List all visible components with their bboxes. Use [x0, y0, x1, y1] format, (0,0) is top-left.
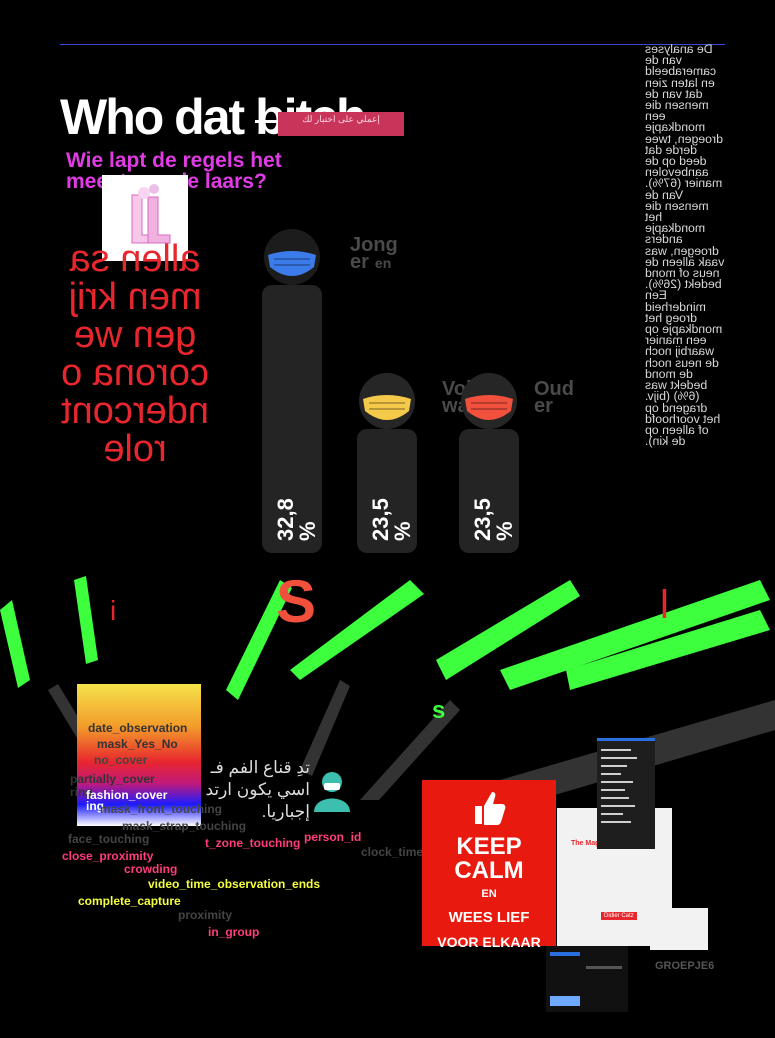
- label-ring: ring: [70, 785, 93, 799]
- svg-text:S: S: [276, 568, 316, 635]
- masked-face-icon: [264, 229, 320, 285]
- masked-face-icon: [461, 373, 517, 429]
- gradient-block: [77, 684, 201, 826]
- keep-calm-poster: KEEP CALM EN WEES LIEF VOOR ELKAAR: [422, 780, 556, 950]
- arabic-banner: إعملي على اختبار لك: [278, 112, 404, 136]
- keep-line: KEEP: [456, 833, 522, 860]
- thumb-menu: [597, 738, 655, 849]
- calm-line: CALM: [454, 857, 524, 884]
- group-percent-sign: %: [492, 521, 517, 541]
- arabic-text: تدِ قناع الفم فـ اسي يكون ارتد إجباريا.: [205, 758, 310, 821]
- en-line: EN: [481, 888, 497, 900]
- label-date-observation: date_observation: [88, 721, 188, 735]
- group-tag: GROEPJE6: [655, 960, 715, 972]
- thumbs-up-icon: [475, 792, 506, 825]
- group-label-line2: er: [534, 395, 553, 417]
- label-in-group: in_group: [208, 925, 260, 939]
- svg-text:l: l: [660, 583, 669, 627]
- label-no-cover: no_cover: [94, 753, 148, 767]
- thumb-dark: [546, 946, 628, 1012]
- top-rule: [60, 44, 725, 45]
- boots-illustration: [102, 175, 188, 261]
- voor-elkaar-line: VOOR ELKAAR: [437, 934, 541, 950]
- group-bar: [459, 429, 519, 553]
- label-crowding: crowding: [124, 862, 178, 876]
- group-label-line1: Jong: [350, 234, 398, 256]
- svg-text:s: s: [432, 697, 445, 724]
- label-complete-capture: complete_capture: [78, 894, 181, 908]
- title-main: Who dat: [60, 89, 245, 145]
- group-percent-sign: %: [390, 521, 415, 541]
- menu-lines: [601, 749, 637, 823]
- group-percent: 32,8: [273, 498, 298, 541]
- thumb-dark-art: [550, 952, 622, 1006]
- group-label-line1: Oud: [534, 378, 574, 400]
- svg-text:i: i: [110, 595, 116, 626]
- label-fashion-cover: fashion_cover: [86, 788, 168, 802]
- thumb-author: Didier Catz: [601, 912, 637, 920]
- label-close-proximity: close_proximity: [62, 849, 154, 863]
- group-bar: [262, 285, 322, 553]
- thumb-small: [650, 908, 708, 950]
- wees-lief-line: WEES LIEF: [448, 909, 530, 926]
- group-percent: 23,5: [470, 498, 495, 541]
- label-t-zone: t_zone_touching: [205, 836, 301, 850]
- mirrored-slogan: allen samen krijgen we corona ondercontr…: [61, 238, 209, 470]
- boots-icon: [131, 184, 171, 244]
- label-mask-front: mask_front_touching: [100, 802, 223, 816]
- label-mask-strap: mask_strap_touching: [122, 819, 247, 833]
- analysis-paragraph: De analyses van de camerabeeld en laten …: [645, 42, 725, 449]
- group-percent: 23,5: [368, 498, 393, 541]
- label-mask-yes-no: mask_Yes_No: [97, 737, 178, 751]
- group-percent-sign: %: [295, 521, 320, 541]
- label-person-id: person_id: [304, 830, 362, 844]
- group-bar: [357, 429, 417, 553]
- masked-face-icon: [359, 373, 415, 429]
- label-face-touching: face_touching: [68, 832, 150, 846]
- label-partially-cover: partially_cover: [70, 772, 155, 786]
- green-streaks: i S l s: [0, 568, 775, 800]
- label-proximity: proximity: [178, 908, 233, 922]
- label-ing: ing: [86, 799, 104, 813]
- person-icon: [314, 772, 350, 812]
- group-label-suffix: en: [374, 255, 392, 271]
- label-video-time: video_time_observation_ends: [148, 877, 321, 891]
- label-clock-time: clock_time_starts: [361, 845, 463, 859]
